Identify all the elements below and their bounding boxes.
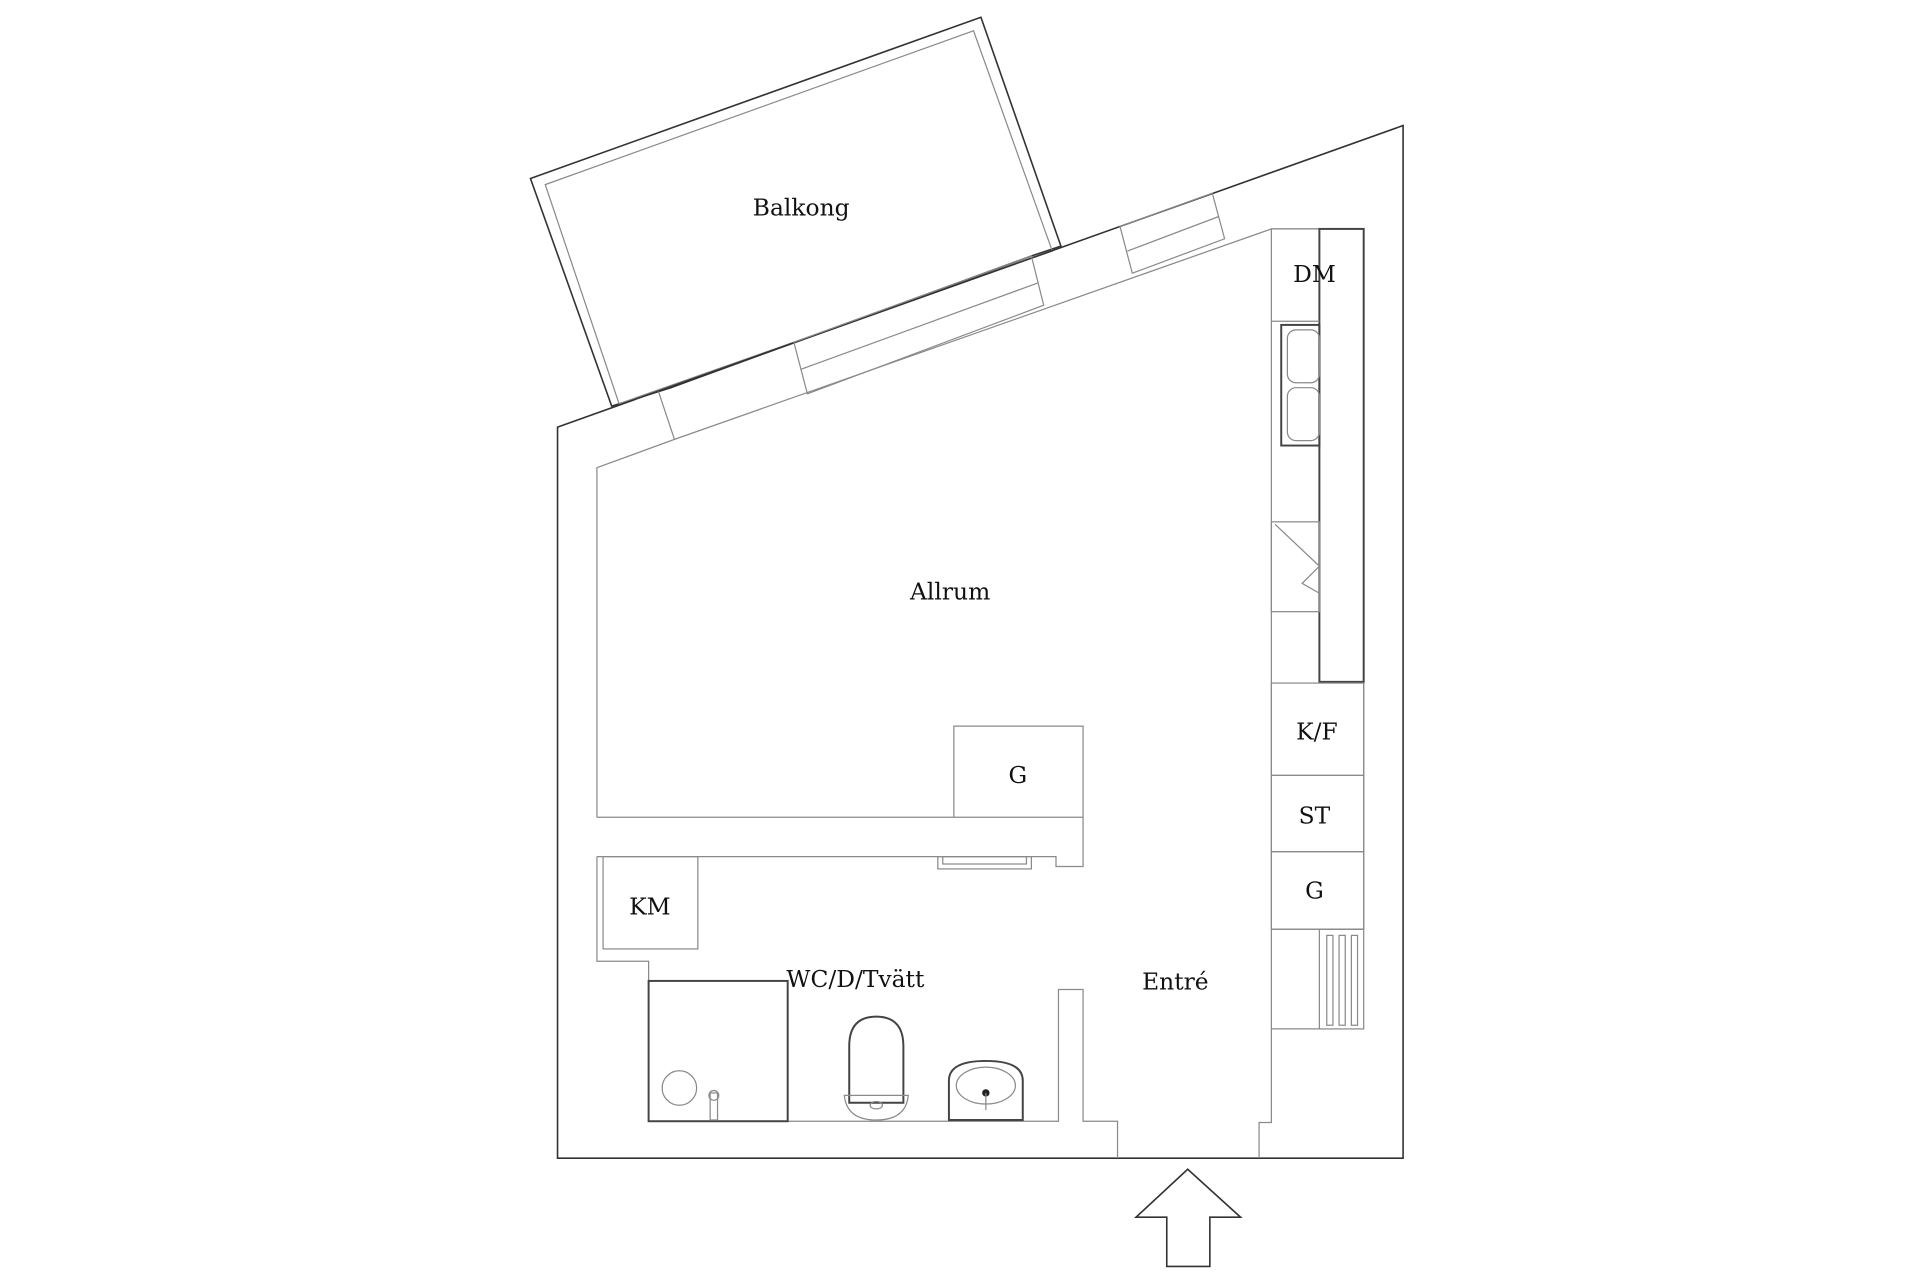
label-fridge-freezer: K/F — [1296, 718, 1338, 746]
washbasin-icon — [947, 1059, 1024, 1121]
radiator-icon — [1318, 928, 1365, 1030]
label-wardrobe-entrance: G — [1305, 876, 1324, 904]
window — [1119, 192, 1226, 275]
label-wardrobe-living: G — [1009, 761, 1028, 789]
radiator-small — [937, 856, 1032, 870]
room-label-balcony: Balkong — [753, 193, 850, 221]
shower — [647, 979, 789, 1123]
wardrobe-living-box — [596, 725, 1084, 818]
drain-icon — [661, 1070, 698, 1106]
kitchen — [1258, 227, 1365, 1159]
label-dishwasher: DM — [1293, 260, 1336, 288]
apartment-outer-wall — [556, 124, 1404, 1159]
room-label-entrance: Entré — [1142, 968, 1209, 996]
toilet-icon — [843, 1015, 909, 1121]
stove-icon — [1270, 521, 1321, 613]
living-inner-wall — [596, 391, 676, 818]
entrance-arrow-icon — [1133, 1168, 1243, 1268]
wardrobe-entrance-box — [1270, 851, 1365, 930]
room-label-bathroom: WC/D/Tvätt — [786, 965, 925, 993]
washing-machine-box — [602, 856, 699, 950]
label-washing-machine: KM — [629, 892, 670, 920]
room-label-living: Allrum — [909, 577, 990, 605]
sink-icon — [1280, 323, 1321, 447]
label-storage: ST — [1299, 801, 1331, 829]
partition-wall — [596, 817, 1084, 868]
balcony-door — [793, 255, 1045, 395]
upper-cabinets — [1318, 227, 1365, 683]
bathroom — [596, 856, 1119, 1159]
shower-tap-icon — [709, 1092, 719, 1121]
